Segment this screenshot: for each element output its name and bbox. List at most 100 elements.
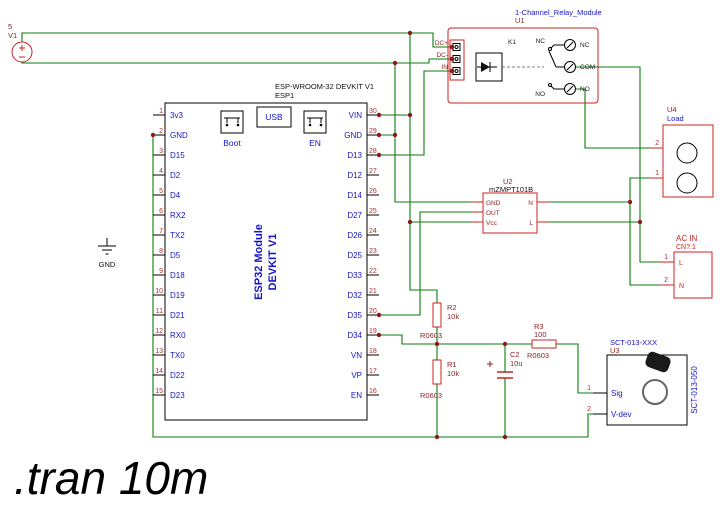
- contact-point: [548, 47, 552, 51]
- ground-icon: [98, 238, 116, 255]
- esp-pin-number: 20: [369, 308, 377, 315]
- source-circle: [11, 41, 33, 63]
- relay-module[interactable]: 1-Channel_Relay_Module U1 DC+ DC- IN K1 …: [435, 8, 602, 104]
- resistor-r2[interactable]: R2 10k R0603: [420, 302, 459, 340]
- esp-pin-label: VIN: [349, 111, 363, 120]
- ac-in-connector[interactable]: AC IN CN?:1 1 2 L N: [660, 234, 713, 299]
- esp-pin-label: 3v3: [170, 111, 183, 120]
- load-socket: [676, 172, 698, 194]
- net-gnd-top[interactable]: [21, 58, 471, 203]
- esp-right-stubs: [367, 114, 379, 396]
- spice-directive[interactable]: .tran 10m: [14, 452, 208, 504]
- esp-pin-label: D25: [347, 251, 362, 260]
- r2-footprint: R0603: [420, 331, 442, 340]
- net-ac-n[interactable]: [549, 177, 660, 286]
- esp-pin-number: 7: [159, 228, 163, 235]
- esp-pin-number: 16: [369, 388, 377, 395]
- relay-pin-dcplus: DC+: [435, 40, 448, 47]
- r1-value: 10k: [447, 369, 459, 378]
- esp-body-line1: ESP32 Module: [253, 224, 265, 300]
- net-ac-l[interactable]: [549, 66, 660, 263]
- u3-stubs: [593, 392, 607, 415]
- resistor-r1[interactable]: R1 10k R0603: [420, 359, 459, 400]
- u3-side-label: SCT-013-050: [690, 366, 699, 414]
- esp-pin-number: 6: [159, 208, 163, 215]
- esp-designator: ESP1: [275, 91, 294, 100]
- esp-pin-number: 28: [369, 148, 377, 155]
- acin-pin-n-label: N: [679, 283, 684, 290]
- net-zmpt-out[interactable]: [379, 211, 471, 316]
- esp-pin-number: 23: [369, 248, 377, 255]
- esp-pin-label: RX0: [170, 331, 186, 340]
- relay-coil-designator: K1: [508, 39, 516, 46]
- u2-name: mZMPT101B: [489, 185, 533, 194]
- terminal-com-label: COM: [580, 64, 595, 71]
- header-pin-hole: [454, 57, 459, 61]
- relay-pin-in: IN: [442, 64, 449, 71]
- esp32-module[interactable]: ESP-WROOM-32 DEVKIT V1 ESP1 USB Boot EN …: [153, 82, 379, 421]
- esp-pin-label: TX0: [170, 351, 185, 360]
- relay-name: 1-Channel_Relay_Module: [515, 8, 602, 17]
- r2-value: 10k: [447, 312, 459, 321]
- esp-pin-number: 22: [369, 268, 377, 275]
- esp-pin-label: D14: [347, 191, 362, 200]
- en-button[interactable]: [303, 110, 327, 134]
- net-relay-in[interactable]: [379, 70, 452, 156]
- u2-pin-l: L: [529, 220, 533, 227]
- esp-pin-label: D22: [170, 371, 185, 380]
- load-module[interactable]: U4 Load 2 1: [649, 105, 714, 198]
- u4-name: Load: [667, 114, 684, 123]
- esp-pin-label: D2: [170, 171, 181, 180]
- acin-pin1-number: 1: [664, 254, 668, 261]
- c2-plates: [497, 371, 513, 379]
- esp-pin-number: 29: [369, 128, 377, 135]
- net-sense-node[interactable]: [379, 327, 593, 394]
- contact-no-label: NO: [535, 91, 545, 98]
- esp-pin-label: D12: [347, 171, 362, 180]
- zmpt101b-module[interactable]: U2 mZMPT101B GND OUT Vcc N L: [471, 177, 549, 234]
- resistor-r3[interactable]: R3 100 R0603: [527, 322, 557, 360]
- usb-label: USB: [265, 112, 283, 122]
- junction-dots: [150, 30, 643, 440]
- capacitor-c2[interactable]: C2 10u: [487, 350, 523, 379]
- esp-pin-label: D15: [170, 151, 185, 160]
- net-gnd-bottom[interactable]: [152, 135, 593, 438]
- esp-pin-label: D35: [347, 311, 362, 320]
- gnd-symbol[interactable]: GND: [98, 238, 116, 269]
- esp-body-line2: DEVKIT V1: [267, 234, 279, 291]
- esp-pin-number: 18: [369, 348, 377, 355]
- esp-pin-number: 30: [369, 108, 377, 115]
- u3-name: SCT-013-XXX: [610, 338, 657, 347]
- wires[interactable]: [21, 32, 660, 438]
- esp-pin-label: D4: [170, 191, 181, 200]
- esp-pin-label: D33: [347, 271, 362, 280]
- v1-voltage-source[interactable]: 5 V1: [8, 22, 33, 63]
- acin-outline: [673, 251, 713, 299]
- esp-pin-label: VN: [351, 351, 362, 360]
- esp-pin-number: 11: [156, 308, 163, 315]
- ct-clamp-icon: [645, 351, 671, 373]
- boot-button[interactable]: [220, 110, 244, 134]
- acin-pin-l-label: L: [679, 260, 683, 267]
- esp-pin-label: D32: [347, 291, 362, 300]
- load-socket: [676, 142, 698, 164]
- esp-pin-label: D27: [347, 211, 362, 220]
- u2-pin-out: OUT: [486, 210, 500, 217]
- esp-pin-number: 14: [155, 368, 163, 375]
- esp-pin-number: 21: [369, 288, 377, 295]
- esp-pin-label: D21: [170, 311, 185, 320]
- r3-designator: R3: [534, 322, 544, 331]
- screw-terminal: [564, 39, 576, 51]
- sct013-sensor[interactable]: SCT-013-XXX U3 1 2 Sig V-dev SCT-013-050: [587, 338, 699, 426]
- u3-pin1-number: 1: [587, 385, 591, 392]
- esp-pin-number: 4: [159, 168, 163, 175]
- acin-stubs: [660, 261, 674, 286]
- net-5v[interactable]: [21, 32, 471, 303]
- esp-pin-number: 2: [159, 128, 163, 135]
- source-polarity-icon: [19, 45, 25, 58]
- net-relay-no-load[interactable]: [576, 88, 649, 149]
- esp-pin-label: D23: [170, 391, 185, 400]
- relay-designator: U1: [515, 16, 525, 25]
